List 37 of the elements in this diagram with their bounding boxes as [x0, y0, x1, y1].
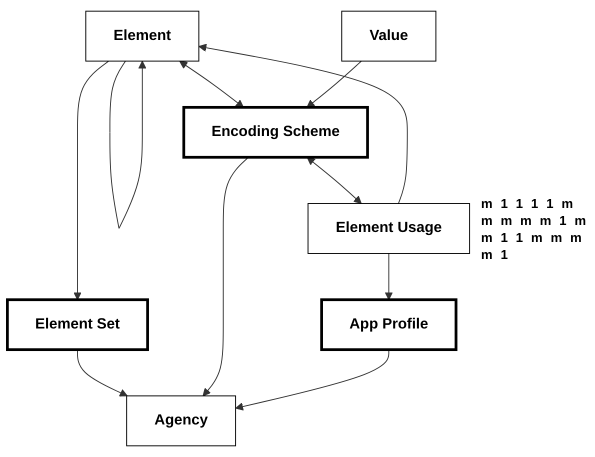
- node-box: Value: [341, 10, 436, 62]
- cardinality-label: 1: [516, 230, 524, 244]
- node-box: Element Usage: [308, 203, 470, 254]
- node-box: App Profile: [320, 298, 458, 352]
- cardinality-label: 1: [500, 246, 508, 262]
- arrow: [73, 60, 110, 300]
- arrow: [179, 60, 244, 108]
- arrow: [198, 44, 408, 204]
- cardinality-label: m: [570, 230, 582, 244]
- cardinality-label: 1: [559, 212, 566, 228]
- cardinality-label: 1: [546, 196, 554, 210]
- arrow: [202, 156, 249, 396]
- cardinality-label: m: [531, 230, 543, 244]
- node-box: Agency: [126, 395, 236, 446]
- arrow: [306, 60, 362, 108]
- cardinality-label: m: [540, 212, 552, 228]
- cardinality-label: m: [481, 230, 493, 244]
- node-box: Element Set: [6, 298, 149, 352]
- cardinality-label: m: [520, 212, 532, 228]
- node-box: Element: [85, 10, 200, 62]
- cardinality-label: 1: [500, 230, 508, 244]
- cardinality-label: m: [500, 212, 512, 228]
- arrow: [384, 253, 393, 300]
- arrow: [235, 349, 390, 411]
- cardinality-label: m: [562, 196, 574, 210]
- cardinality-label: 1: [516, 196, 524, 210]
- cardinality-label: m: [550, 230, 562, 244]
- cardinality-label: m: [574, 212, 586, 228]
- arrow: [109, 60, 146, 229]
- cardinality-label: m: [481, 196, 493, 210]
- arrow: [77, 349, 128, 396]
- cardinality-label: m: [481, 212, 493, 228]
- cardinality-label: m: [481, 246, 493, 262]
- cardinality-label: 1: [500, 196, 508, 210]
- arrow: [306, 157, 362, 204]
- cardinality-label: 1: [531, 196, 538, 210]
- node-box: Encoding Scheme: [182, 106, 369, 159]
